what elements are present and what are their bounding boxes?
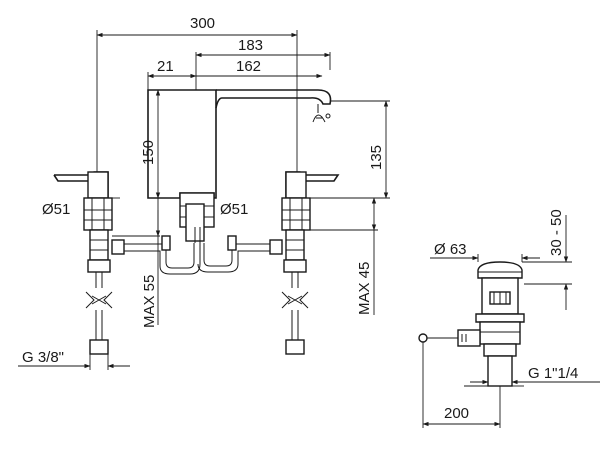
dim-label-waste-thread: G 1"1/4 <box>528 365 578 382</box>
dim-label-183: 183 <box>238 37 263 54</box>
right-hose-break <box>281 291 309 309</box>
connecting-pipes <box>111 235 283 275</box>
waste-rod-housing <box>457 329 481 347</box>
dim-label-max-45: MAX 45 <box>356 262 373 315</box>
dim-label-21: 21 <box>157 58 174 75</box>
waste-nut <box>483 343 517 357</box>
right-handle <box>281 171 340 355</box>
aerator-symbol <box>312 104 326 123</box>
left-hose-break <box>85 291 113 309</box>
deck-dimensions: Ø51 Ø51 MAX 55 MAX 45 <box>42 197 378 328</box>
dim-label-deck-hole-center: Ø51 <box>220 201 248 218</box>
left-inlet-fitting <box>89 339 109 355</box>
right-inlet-fitting <box>285 339 305 355</box>
waste-tail <box>487 355 513 387</box>
waste-rod-knob <box>418 333 428 343</box>
right-tee <box>269 239 283 255</box>
right-valve-base <box>281 197 311 231</box>
left-nut <box>87 259 111 273</box>
dim-label-150: 150 <box>140 140 157 165</box>
top-dimensions: 300 183 21 162 <box>96 15 331 175</box>
dim-label-inlet-thread: G 3/8" <box>22 349 64 366</box>
left-handle <box>53 171 113 355</box>
dim-label-135: 135 <box>368 145 385 170</box>
left-valve-base <box>83 197 113 231</box>
dim-label-waste-rod-length: 200 <box>444 405 469 422</box>
left-tee <box>111 239 125 255</box>
aerator-dot <box>325 113 331 119</box>
right-nut <box>283 259 307 273</box>
right-handle-body <box>285 171 307 199</box>
left-handle-body <box>87 171 109 199</box>
dim-label-300: 300 <box>190 15 215 32</box>
waste-flange <box>475 313 525 323</box>
dim-label-waste-diameter: Ø 63 <box>434 241 467 258</box>
waste-lower-body <box>479 321 521 345</box>
left-valve-shank <box>89 229 109 261</box>
dim-label-waste-height: 30 - 50 <box>548 209 565 256</box>
right-valve-shank <box>285 229 305 261</box>
dim-label-max-55: MAX 55 <box>141 275 158 328</box>
waste-assembly: Ø 63 30 - 50 G 1"1/4 200 <box>418 209 600 428</box>
dim-label-162: 162 <box>236 58 261 75</box>
dim-label-deck-hole-left: Ø51 <box>42 201 70 218</box>
spout-arm <box>215 89 332 109</box>
spout <box>147 89 332 243</box>
inlet-thread-dimension: G 3/8" <box>18 349 130 370</box>
waste-cap <box>477 261 523 279</box>
height-dimensions: 150 135 <box>140 89 390 199</box>
